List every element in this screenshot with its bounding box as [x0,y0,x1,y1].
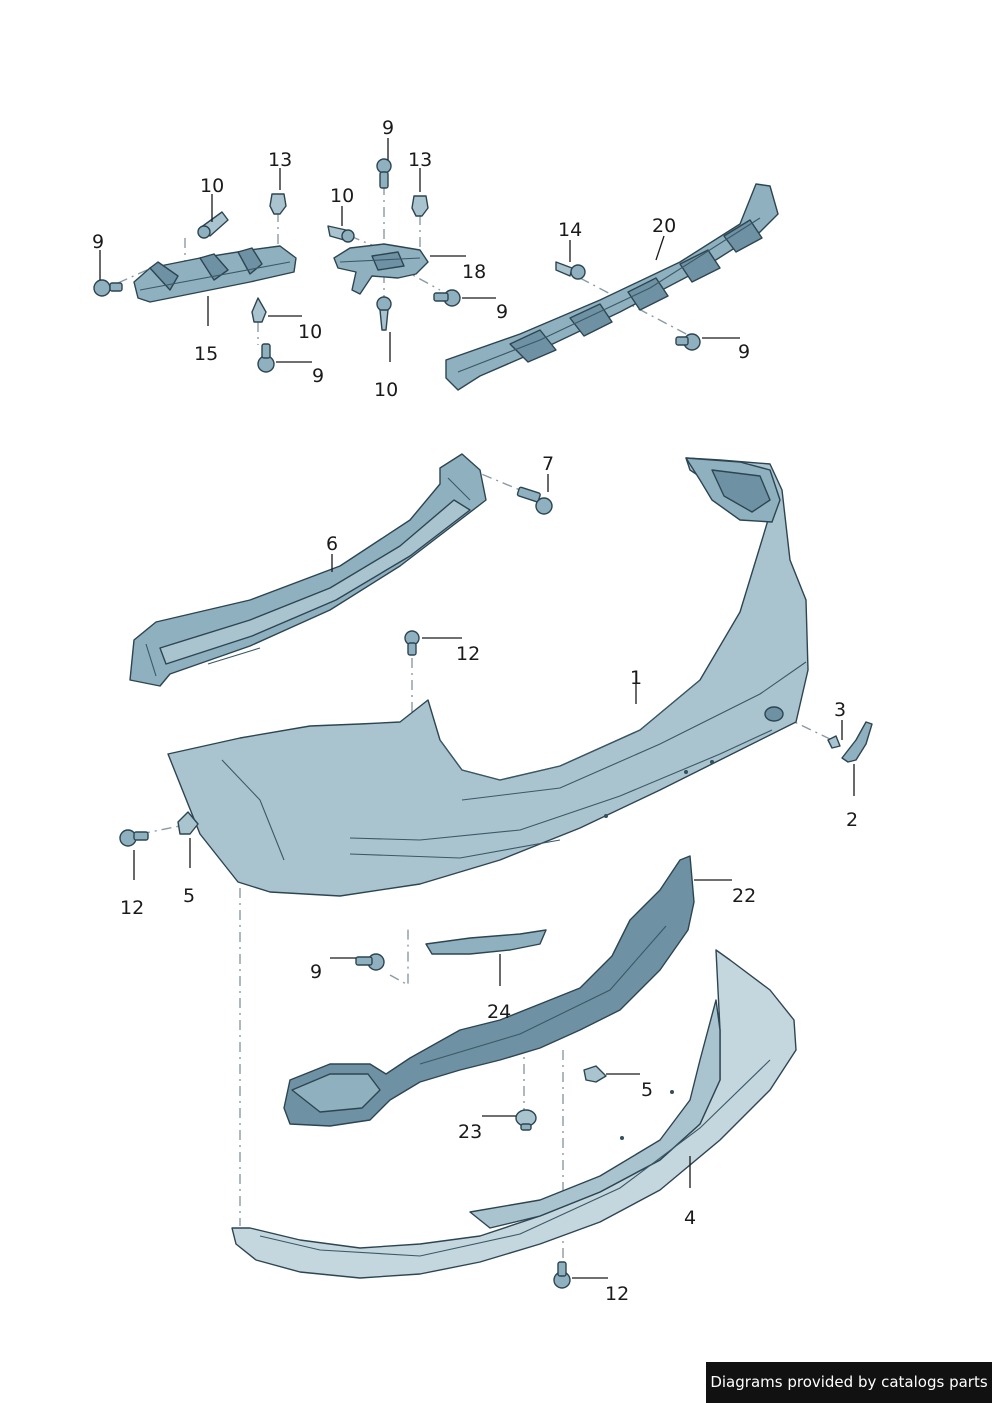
callout-18: 18 [462,261,486,283]
callout-14: 14 [558,219,582,241]
callout-labels: 9 10 13 15 10 9 9 13 10 18 9 10 14 20 9 … [92,117,858,1305]
screw-9-e [675,333,701,351]
callout-23: 23 [458,1121,482,1143]
callout-2: 2 [846,809,858,831]
fasteners [93,158,873,1289]
clip-5-b [583,1065,607,1083]
callout-12: 12 [120,897,144,919]
callout-15: 15 [194,343,218,365]
screw-9-c [376,158,392,189]
nut-13-b [411,195,429,217]
screw-9-a [93,279,123,297]
callout-10: 10 [374,379,398,401]
reflector-part-24 [425,929,547,955]
callout-3: 3 [834,699,846,721]
guide-absorber-part-20 [445,183,779,391]
clip-5-a [177,811,199,835]
callout-4: 4 [684,1207,696,1229]
callout-12: 12 [456,643,480,665]
bumper-beam-part-6 [129,453,487,687]
air-guide-part-22 [283,855,695,1127]
callout-12: 12 [605,1283,629,1305]
callout-9: 9 [738,341,750,363]
callout-9: 9 [382,117,394,139]
screw-9-d [433,289,461,307]
center-bracket-part-18 [333,243,429,295]
screw-12-b [119,829,149,847]
credit-banner: Diagrams provided by catalogs parts [706,1362,992,1403]
callout-9: 9 [92,231,104,253]
callout-10: 10 [200,175,224,197]
callout-6: 6 [326,533,338,555]
screw-12-a [404,630,420,656]
clip-10-d [376,296,392,331]
callout-20: 20 [652,215,676,237]
clip-10-c [327,225,355,243]
clip-14 [555,261,586,280]
callout-22: 22 [732,885,756,907]
screw-9-b [257,343,275,373]
callout-5: 5 [641,1079,653,1101]
leader-lines [99,138,855,1279]
screw-12-c [553,1261,571,1289]
nut-13-a [269,193,287,215]
spoiler-part-4 [231,949,797,1279]
callout-9: 9 [312,365,324,387]
callout-7: 7 [542,453,554,475]
callout-5: 5 [183,885,195,907]
callout-10: 10 [330,185,354,207]
bumper-cover-part-1 [167,457,809,897]
callout-1: 1 [630,667,642,689]
callout-9: 9 [310,961,322,983]
clip-10-a [197,211,229,239]
clip-10-b [251,297,267,323]
callout-10: 10 [298,321,322,343]
nut-23 [515,1109,537,1131]
bolt-7 [516,486,553,515]
callout-13: 13 [408,149,432,171]
callout-9: 9 [496,301,508,323]
callout-24: 24 [487,1001,511,1023]
left-bracket-part-15 [133,245,297,303]
callout-13: 13 [268,149,292,171]
screw-9-f [355,953,385,971]
cap-2 [841,721,873,763]
clip-3 [827,735,841,749]
